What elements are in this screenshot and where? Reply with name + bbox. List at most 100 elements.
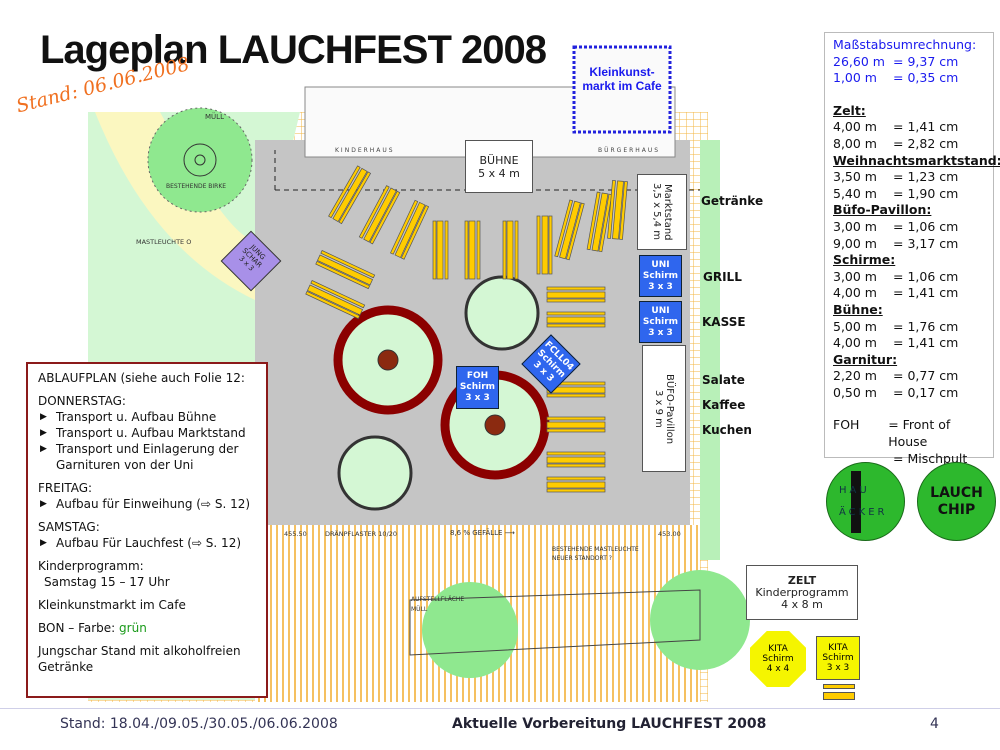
jungschar-tent xyxy=(220,230,282,292)
scale-row: 4,00 m= 1,41 cm xyxy=(833,335,959,351)
scale-row: 0,50 m= 0,17 cm xyxy=(833,384,959,400)
bench xyxy=(506,220,514,280)
scale-row: 9,00 m= 3,17 cm xyxy=(833,235,959,251)
bench xyxy=(565,202,585,261)
bench xyxy=(476,220,481,280)
gefaelle-label: 8,6 % GEFÄLLE ⟶ xyxy=(450,529,515,537)
bench xyxy=(546,428,606,433)
birke-label: BESTEHENDE BIRKE xyxy=(166,183,227,190)
bench xyxy=(546,291,606,299)
bench xyxy=(612,180,624,240)
bench xyxy=(305,290,361,320)
bench xyxy=(546,393,606,398)
scale-row: 5,00 m= 1,76 cm xyxy=(833,318,959,334)
kleinkunst-note: Kleinkunstmarkt im Cafe xyxy=(38,598,186,612)
scale-group-title: Bühne: xyxy=(833,301,883,317)
bench xyxy=(546,311,606,316)
scale-group-title: Garnitur: xyxy=(833,351,898,367)
height-right: 453.00 xyxy=(658,530,681,538)
bench xyxy=(823,692,855,700)
label-grill: GRILL xyxy=(703,270,742,284)
task-item: Aufbau Für Lauchfest (⇨ S. 12) xyxy=(38,535,256,551)
tree xyxy=(422,582,518,678)
bench xyxy=(328,165,361,219)
tree-circle xyxy=(464,275,540,351)
day-samstag: SAMSTAG: xyxy=(38,520,100,534)
scale-row: 1,00 m= 0,35 cm xyxy=(833,70,959,86)
bench xyxy=(358,185,390,239)
scale-row: 3,00 m= 1,06 cm xyxy=(833,268,959,284)
scale-row: 4,00 m= 1,41 cm xyxy=(833,285,959,301)
bench xyxy=(546,316,606,324)
bench xyxy=(586,191,601,251)
kinderhaus-label: KINDERHAUS xyxy=(335,147,395,154)
bench xyxy=(338,171,372,225)
kleinkunst-label: Kleinkunst-markt im Cafe xyxy=(582,65,662,93)
bench xyxy=(546,286,606,291)
bench xyxy=(546,456,606,464)
sand-area xyxy=(95,112,255,300)
scale-row: 3,00 m= 1,06 cm xyxy=(833,218,959,234)
stage-size: 5 x 4 m xyxy=(478,167,520,180)
bench xyxy=(400,204,430,260)
bench xyxy=(559,200,581,260)
bench xyxy=(554,199,574,258)
page-title: Lageplan LAUCHFEST 2008 xyxy=(40,28,547,72)
scale-row: 2,20 m= 0,77 cm xyxy=(833,368,959,384)
buefo-title: BÜFO-Pavillon xyxy=(664,373,675,445)
task-item: Aufbau für Einweihung (⇨ S. 12) xyxy=(38,496,256,512)
bench xyxy=(390,199,419,255)
label-salate: Salate xyxy=(702,373,745,387)
height-left: 455.50 xyxy=(284,530,307,538)
bench xyxy=(546,416,606,421)
bench xyxy=(546,481,606,489)
scale-heading: Maßstabsumrechnung: xyxy=(833,37,977,52)
scale-row: 4,00 m= 1,41 cm xyxy=(833,119,959,135)
label-kaffee: Kaffee xyxy=(702,398,746,412)
bench xyxy=(546,421,606,429)
foh-legend: = Mischpult xyxy=(893,450,968,466)
kleinkunst-cafe xyxy=(572,45,672,134)
label-kuchen: Kuchen xyxy=(702,423,752,437)
bon-farbe: BON – Farbe: grün xyxy=(38,621,147,635)
mastleuchte-label: MASTLEUCHTE O xyxy=(136,238,192,246)
buefo-size: 3 x 9 m xyxy=(653,390,664,428)
bench xyxy=(363,187,397,243)
bench xyxy=(546,323,606,328)
scale-row: 26,60 m= 9,37 cm xyxy=(833,53,959,69)
bench xyxy=(541,215,549,275)
task-item: Transport und Einlagerung der Garnituren… xyxy=(38,441,256,473)
muell-label: MÜLL xyxy=(205,113,224,121)
bench xyxy=(591,192,609,252)
draenpflaster-label: DRÄNPFLASTER 10/20 xyxy=(325,530,397,538)
scale-group-title: Weihnachtsmarktstand: xyxy=(833,152,1000,168)
bench xyxy=(607,180,616,239)
bench xyxy=(546,298,606,303)
birch-tree xyxy=(147,107,253,213)
bench xyxy=(536,215,541,275)
bench xyxy=(436,220,444,280)
bench xyxy=(502,220,507,280)
label-getraenke: Getränke xyxy=(701,194,764,208)
bench xyxy=(444,220,449,280)
bench xyxy=(548,215,553,275)
bench xyxy=(332,167,368,223)
buergerhaus-label: BÜRGERHAUS xyxy=(598,147,661,154)
scale-row: 5,40 m= 1,90 cm xyxy=(833,185,959,201)
bench xyxy=(546,463,606,468)
marktstand-title: Marktstand xyxy=(662,183,673,241)
bench xyxy=(823,684,855,689)
kinderprogramm-label: Kinderprogramm: xyxy=(38,559,144,573)
ablaufplan-box: ABLAUFPLAN (siehe auch Folie 12: DONNERS… xyxy=(26,362,268,698)
